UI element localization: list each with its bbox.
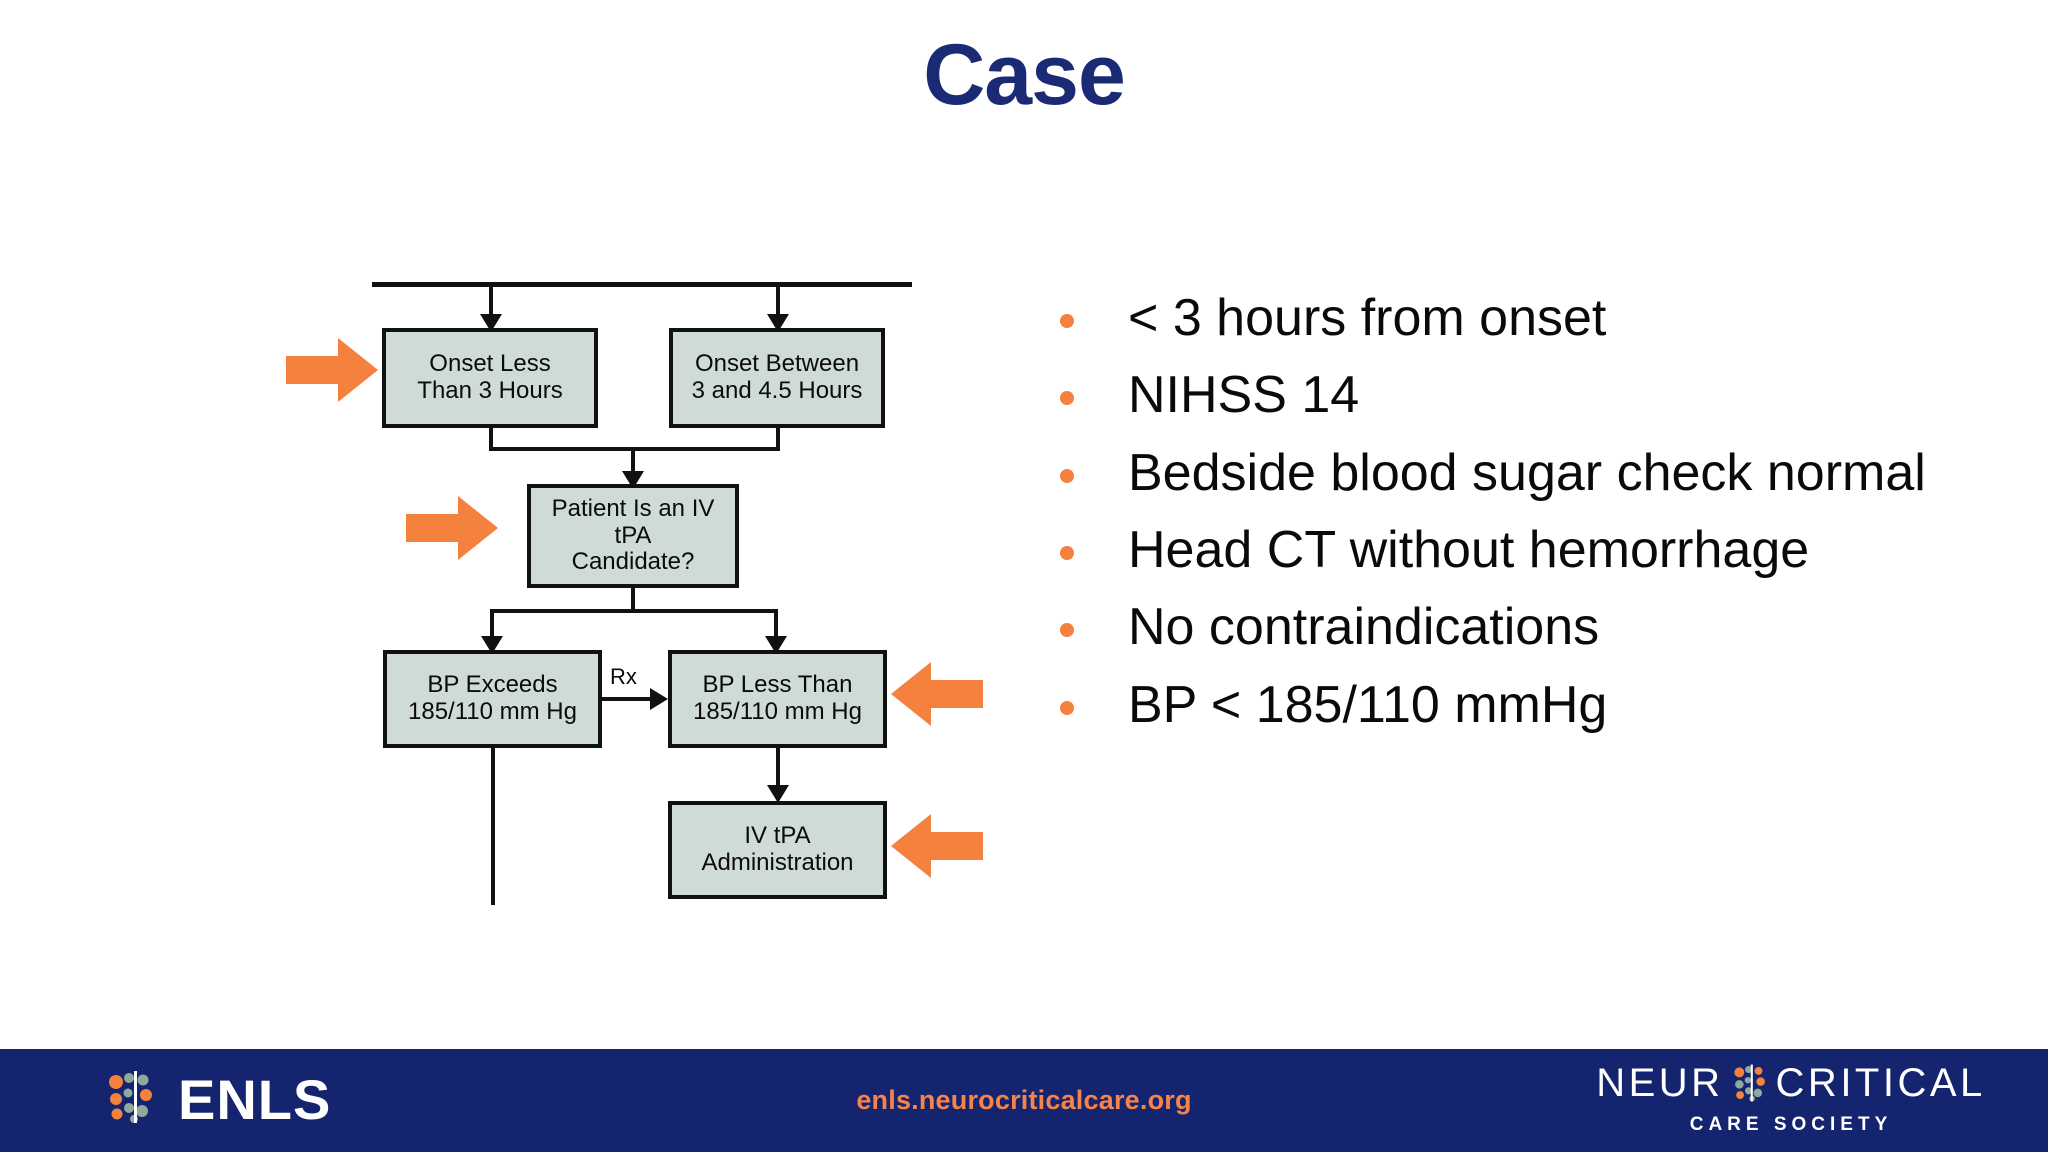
- flow-split-left-down: [490, 609, 494, 641]
- list-item: NIHSS 14: [1060, 365, 1960, 426]
- enls-logo: ENLS: [100, 1066, 331, 1133]
- bullet-text: < 3 hours from onset: [1128, 289, 1607, 347]
- list-item: Bedside blood sugar check normal: [1060, 443, 1960, 504]
- flow-arrowhead-to-box1: [480, 314, 502, 332]
- bullet-dot-icon: [1060, 546, 1074, 561]
- list-item: No contraindications: [1060, 597, 1960, 658]
- flow-stub-candidate-down: [631, 586, 635, 612]
- footer-url[interactable]: enls.neurocriticalcare.org: [856, 1085, 1192, 1115]
- flow-connector-top-to-box1: [489, 282, 493, 318]
- bullet-text: NIHSS 14: [1128, 366, 1360, 425]
- bullet-text: Head CT without hemorrhage: [1128, 521, 1810, 580]
- flow-split-bus-line: [490, 609, 778, 613]
- pointer-arrow-patient-is-candidate: [406, 492, 498, 564]
- flow-connector-merge-to-candidate: [631, 447, 635, 477]
- list-item: BP < 185/110 mmHg: [1060, 675, 1960, 736]
- flow-arrowhead-to-administration: [767, 785, 789, 803]
- slide-footer: ENLS enls.neurocriticalcare.org NEUR: [0, 1049, 2048, 1152]
- flow-box-iv-tpa-administration[interactable]: IV tPA Administration: [668, 801, 887, 899]
- enls-wordmark: ENLS: [178, 1068, 332, 1131]
- list-item: Head CT without hemorrhage: [1060, 520, 1960, 581]
- brain-icon: [1728, 1061, 1772, 1105]
- flow-arrowhead-rx: [650, 688, 668, 710]
- ncs-wordmark: NEUR CRIT: [1576, 1061, 2006, 1105]
- flow-edge-rx-line: [602, 697, 652, 701]
- flow-box-onset-between-3-and-4-5-hours[interactable]: Onset Between 3 and 4.5 Hours: [669, 328, 885, 428]
- flow-arrowhead-to-box2: [767, 314, 789, 332]
- flow-connector-top-to-box2: [776, 282, 780, 318]
- pointer-arrow-onset-less-than-3-hours: [286, 334, 378, 406]
- bullet-dot-icon: [1060, 468, 1074, 483]
- pointer-arrow-bp-less-than: [891, 658, 983, 730]
- flow-box-bp-less-than-185-110[interactable]: BP Less Than 185/110 mm Hg: [668, 650, 887, 748]
- bullet-text: Bedside blood sugar check normal: [1128, 443, 1926, 502]
- pointer-arrow-iv-tpa-administration: [891, 810, 983, 882]
- flow-box-bp-exceeds-185-110[interactable]: BP Exceeds 185/110 mm Hg: [383, 650, 602, 748]
- flow-split-right-down: [774, 609, 778, 641]
- flow-box-patient-is-an-iv-tpa-candidate[interactable]: Patient Is an IV tPA Candidate?: [527, 484, 739, 588]
- neurocritical-care-society-logo: NEUR CRIT: [1576, 1061, 2006, 1136]
- flow-edge-label-rx: Rx: [610, 664, 637, 689]
- brain-icon: [100, 1066, 162, 1133]
- bullet-dot-icon: [1060, 314, 1074, 328]
- bullet-dot-icon: [1060, 700, 1074, 715]
- ncs-word-right: CRITICAL: [1775, 1061, 1986, 1105]
- flow-stub-box2-down: [776, 426, 780, 450]
- flow-box-onset-less-than-3-hours[interactable]: Onset Less Than 3 Hours: [382, 328, 598, 428]
- flow-arrowhead-to-bp-exceeds: [481, 636, 503, 654]
- list-item: < 3 hours from onset: [1060, 288, 1960, 349]
- flow-arrowhead-to-bp-less-than: [765, 636, 787, 654]
- bullet-dot-icon: [1060, 623, 1074, 638]
- ncs-tagline: CARE SOCIETY: [1689, 1114, 1893, 1135]
- bullet-text: BP < 185/110 mmHg: [1128, 675, 1608, 734]
- bullet-dot-icon: [1060, 391, 1074, 406]
- page-title: Case: [923, 27, 1126, 123]
- bullet-text: No contraindications: [1128, 598, 1600, 657]
- ncs-word-left: NEUR: [1596, 1061, 1724, 1105]
- flow-stub-box1-down: [489, 426, 493, 450]
- flow-connector-bp-to-administration: [776, 746, 780, 790]
- case-bullet-list: < 3 hours from onset NIHSS 14 Bedside bl…: [1060, 288, 1960, 752]
- flow-top-bus-line: [372, 282, 912, 287]
- tpa-decision-flowchart: Onset Less Than 3 Hours Onset Between 3 …: [0, 0, 1000, 960]
- flow-dangling-line-bp-exceeds: [491, 746, 495, 905]
